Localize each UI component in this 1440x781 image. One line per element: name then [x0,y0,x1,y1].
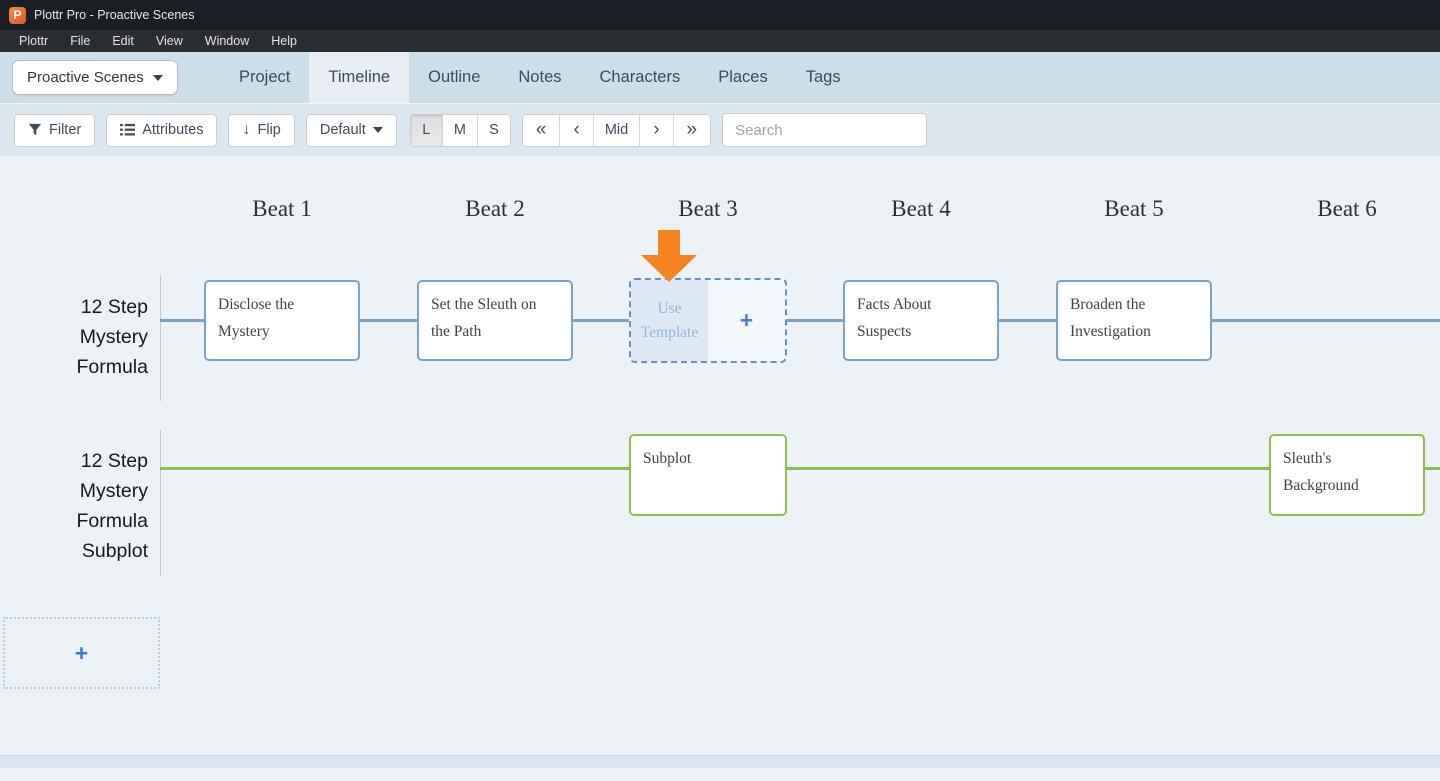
timeline-canvas: Beat 1 Beat 2 Beat 3 Beat 4 Beat 5 Beat … [0,156,1440,768]
scene-card-disclose-the-mystery[interactable]: Disclose the Mystery [204,280,360,361]
attributes-button[interactable]: Attributes [106,114,217,147]
scene-card-broaden-the-investigation[interactable]: Broaden the Investigation [1056,280,1212,361]
beat-header-3[interactable]: Beat 3 [678,196,737,222]
tab-project[interactable]: Project [220,52,309,103]
tab-tags[interactable]: Tags [787,52,860,103]
flip-arrow-icon: ↓ [242,122,250,138]
attributes-list-icon [120,123,135,137]
flip-label: Flip [257,122,280,138]
size-toggle-group: L M S [410,114,511,147]
window-title: Plottr Pro - Proactive Scenes [34,8,194,22]
size-small-button[interactable]: S [478,115,510,146]
timeline-toolbar: Filter Attributes ↓ Flip Default L M S «… [0,103,1440,156]
scene-card-set-the-sleuth-on-the-path[interactable]: Set the Sleuth on the Path [417,280,573,361]
chevron-down-icon [373,127,383,133]
tab-places[interactable]: Places [699,52,787,103]
menu-window[interactable]: Window [194,34,260,48]
beat-header-1[interactable]: Beat 1 [252,196,311,222]
scene-card-sleuths-background[interactable]: Sleuth's Background [1269,434,1425,516]
tab-notes[interactable]: Notes [499,52,580,103]
scene-card-subplot[interactable]: Subplot [629,434,787,516]
pointer-arrow-icon [641,230,697,282]
beat-header-2[interactable]: Beat 2 [465,196,524,222]
row-divider [160,275,161,401]
filter-button[interactable]: Filter [14,114,95,147]
tab-outline[interactable]: Outline [409,52,499,103]
size-large-button[interactable]: L [411,115,443,146]
beat-header-5[interactable]: Beat 5 [1104,196,1163,222]
plottr-logo-icon: P [9,7,26,24]
plus-icon: + [75,640,88,667]
attributes-label: Attributes [142,122,203,138]
menu-plottr[interactable]: Plottr [8,34,59,48]
tab-timeline[interactable]: Timeline [309,52,409,103]
scene-card-facts-about-suspects[interactable]: Facts About Suspects [843,280,999,361]
default-label: Default [320,122,366,138]
template-cell-beat-3: Use Template + [629,278,787,363]
beat-header-6[interactable]: Beat 6 [1317,196,1376,222]
menu-view[interactable]: View [145,34,194,48]
book-selector-dropdown[interactable]: Proactive Scenes [12,60,178,95]
horizontal-scrollbar-track[interactable] [0,755,1440,768]
add-plotline-button[interactable]: + [3,617,160,689]
plotline-label-subplot[interactable]: 12 Step Mystery Formula Subplot [38,446,148,566]
scroll-nav-group: « ‹ Mid › » [522,114,711,147]
size-medium-button[interactable]: M [443,115,478,146]
menu-edit[interactable]: Edit [101,34,145,48]
plotline-line-subplot [160,467,1440,470]
chevron-down-icon [153,75,163,81]
scroll-right-button[interactable]: › [640,115,673,146]
book-selector-label: Proactive Scenes [27,69,144,86]
tab-bar: Proactive Scenes Project Timeline Outlin… [0,52,1440,103]
menu-file[interactable]: File [59,34,101,48]
beat-header-4[interactable]: Beat 4 [891,196,950,222]
scroll-far-left-button[interactable]: « [523,115,561,146]
scroll-left-button[interactable]: ‹ [560,115,593,146]
title-bar: P Plottr Pro - Proactive Scenes [0,0,1440,30]
add-scene-card-button[interactable]: + [708,280,785,361]
filter-funnel-icon [28,123,42,137]
plotline-label-main[interactable]: 12 Step Mystery Formula [38,292,148,382]
flip-button[interactable]: ↓ Flip [228,114,294,147]
menu-bar: Plottr File Edit View Window Help [0,30,1440,52]
search-input[interactable] [722,113,927,147]
scroll-far-right-button[interactable]: » [674,115,711,146]
row-divider [160,430,161,576]
menu-help[interactable]: Help [260,34,308,48]
scroll-mid-button[interactable]: Mid [594,115,640,146]
use-template-button[interactable]: Use Template [631,280,708,361]
view-tabs: Project Timeline Outline Notes Character… [220,52,860,103]
filter-label: Filter [49,122,81,138]
default-dropdown[interactable]: Default [306,114,397,147]
tab-characters[interactable]: Characters [581,52,700,103]
